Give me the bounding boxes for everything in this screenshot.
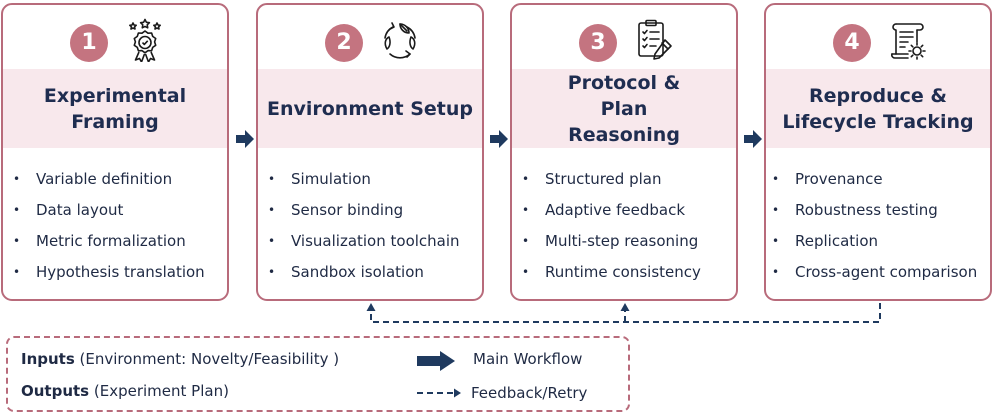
list-item: • Sensor binding [268, 200, 478, 231]
stage-header: Environment Setup [258, 69, 482, 148]
feedback-line-to-stage-2 [370, 303, 881, 323]
award-badge-icon [129, 18, 161, 62]
bullet-icon: • [522, 265, 530, 279]
stage-card-top: 3 [512, 5, 736, 69]
list-item-label: Variable definition [36, 170, 173, 188]
stage-card-4: 4 Reproduce & Lifecycle Tracking • Proven… [764, 3, 992, 301]
list-item-label: Sensor binding [291, 201, 404, 219]
main-workflow-arrow-icon [417, 351, 455, 371]
list-item: • Simulation [268, 169, 478, 200]
list-item: • Runtime consistency [522, 262, 732, 293]
feedback-arrowhead-icon [366, 303, 376, 311]
stage-header: Protocol & Plan Reasoning [512, 69, 736, 148]
list-item-label: Runtime consistency [545, 263, 701, 281]
stage-item-list: • Structured plan • Adaptive feedback • Mul… [522, 169, 732, 293]
scroll-gear-icon [891, 23, 926, 60]
stage-number-badge: 3 [579, 24, 617, 62]
list-item: • Structured plan [522, 169, 732, 200]
flow-arrow-icon [490, 130, 508, 148]
bullet-icon: • [13, 172, 21, 186]
bullet-icon: • [13, 234, 21, 248]
stage-title: Environment Setup [266, 97, 474, 120]
list-item: • Robustness testing [772, 200, 986, 231]
stage-item-list: • Variable definition • Data layout • Metri… [13, 169, 223, 293]
bullet-icon: • [522, 172, 530, 186]
stage-number-badge: 1 [70, 24, 108, 62]
stage-card-2: 2 Environment Setup • Simulation • Sensor … [256, 3, 484, 301]
list-item: • Variable definition [13, 169, 223, 200]
stage-card-3: 3 Protocol & Plan Reasoning • Structured … [510, 3, 738, 301]
list-item-label: Multi-step reasoning [545, 232, 699, 250]
legend-outputs-label: Outputs [21, 382, 90, 400]
list-item: • Adaptive feedback [522, 200, 732, 231]
legend-box: Inputs (Environment: Novelty/Feasibility… [6, 336, 630, 412]
list-item-label: Sandbox isolation [291, 263, 424, 281]
list-item: • Replication [772, 231, 986, 262]
recycle-leaves-icon [384, 22, 416, 59]
stage-number-badge: 4 [833, 24, 871, 62]
list-item: • Data layout [13, 200, 223, 231]
legend-feedback-retry: Feedback/Retry [471, 384, 588, 402]
bullet-icon: • [268, 172, 276, 186]
legend-inputs-label: Inputs [21, 350, 75, 368]
list-item-label: Robustness testing [795, 201, 938, 219]
stage-card-1: 1 Experimental Framing • Variable definit… [1, 3, 229, 301]
flow-arrow-icon [744, 130, 762, 148]
legend-inputs-text: (Environment: Novelty/Feasibility ) [74, 350, 340, 368]
bullet-icon: • [522, 203, 530, 217]
list-item-label: Replication [795, 232, 879, 250]
legend-outputs: Outputs (Experiment Plan) [21, 382, 229, 400]
stage-title: Protocol & Plan Reasoning [567, 71, 681, 146]
list-item-label: Cross-agent comparison [795, 263, 978, 281]
stage-number-badge: 2 [325, 24, 363, 62]
stage-card-top: 1 [3, 5, 227, 69]
stage-title: Experimental Framing [43, 84, 187, 133]
stage-item-list: • Provenance • Robustness testing • Replica… [772, 169, 986, 293]
flow-arrow-icon [236, 130, 254, 148]
list-item-label: Visualization toolchain [291, 232, 460, 250]
list-item-label: Structured plan [545, 170, 662, 188]
feedback-dashed-arrow-icon [417, 388, 461, 398]
legend-outputs-text: (Experiment Plan) [89, 382, 229, 400]
list-item-label: Data layout [36, 201, 124, 219]
bullet-icon: • [522, 234, 530, 248]
legend-inputs: Inputs (Environment: Novelty/Feasibility… [21, 350, 339, 368]
stage-title: Reproduce & Lifecycle Tracking [782, 84, 974, 133]
bullet-icon: • [268, 234, 276, 248]
list-item: • Sandbox isolation [268, 262, 478, 293]
list-item: • Provenance [772, 169, 986, 200]
stage-header: Reproduce & Lifecycle Tracking [766, 69, 990, 148]
list-item: • Metric formalization [13, 231, 223, 262]
bullet-icon: • [13, 203, 21, 217]
bullet-icon: • [13, 265, 21, 279]
feedback-arrowhead-icon [620, 303, 630, 311]
stage-card-top: 4 [766, 5, 990, 69]
bullet-icon: • [772, 265, 780, 279]
list-item-label: Provenance [795, 170, 883, 188]
bullet-icon: • [268, 265, 276, 279]
list-item: • Cross-agent comparison [772, 262, 986, 293]
bullet-icon: • [772, 172, 780, 186]
list-item-label: Adaptive feedback [545, 201, 686, 219]
stage-item-list: • Simulation • Sensor binding • Visualizati… [268, 169, 478, 293]
list-item: • Multi-step reasoning [522, 231, 732, 262]
stage-header: Experimental Framing [3, 69, 227, 148]
bullet-icon: • [268, 203, 276, 217]
list-item: • Hypothesis translation [13, 262, 223, 293]
bullet-icon: • [772, 203, 780, 217]
bullet-icon: • [772, 234, 780, 248]
list-item-label: Metric formalization [36, 232, 186, 250]
list-item-label: Simulation [291, 170, 371, 188]
list-item-label: Hypothesis translation [36, 263, 205, 281]
legend-main-workflow: Main Workflow [473, 350, 583, 368]
checklist-pencil-icon [638, 19, 672, 60]
list-item: • Visualization toolchain [268, 231, 478, 262]
stage-card-top: 2 [258, 5, 482, 69]
